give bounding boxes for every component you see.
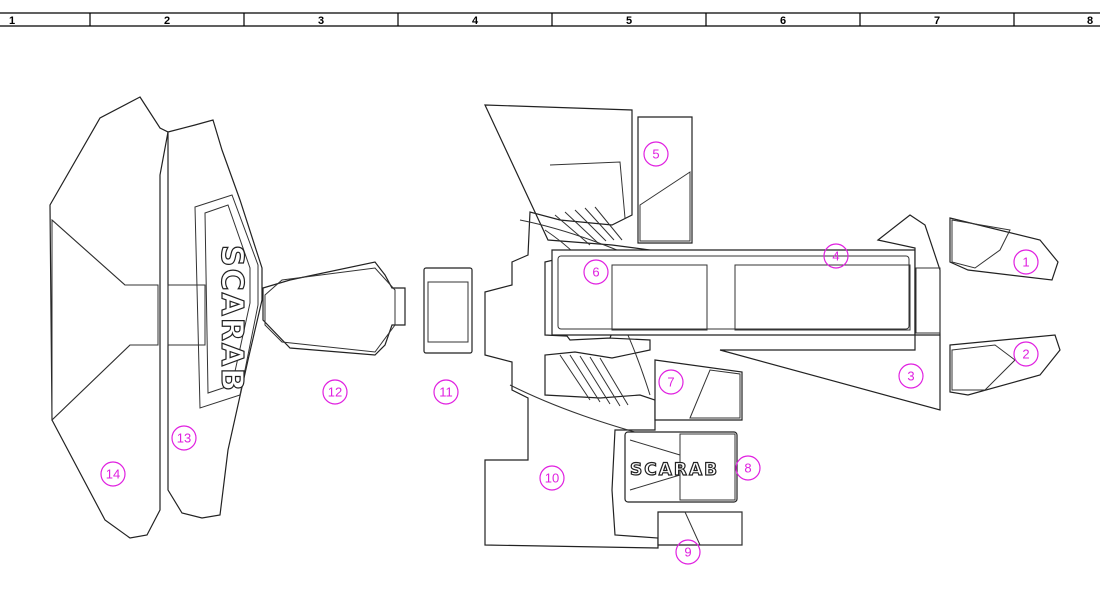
callout-part-12: 12 (322, 379, 348, 405)
ruler-label-1: 1 (9, 15, 15, 27)
callout-part-2: 2 (1013, 341, 1039, 367)
callout-number: 7 (667, 375, 674, 390)
callout-number: 14 (106, 467, 120, 482)
callout-circle (658, 369, 684, 395)
callout-circle (171, 425, 197, 451)
callout-circle (643, 141, 669, 167)
curved-rib-pattern-lower (559, 354, 629, 407)
callout-number: 9 (684, 545, 691, 560)
callout-part-13: 13 (171, 425, 197, 451)
callout-part-1: 1 (1013, 249, 1039, 275)
callout-number: 6 (592, 265, 599, 280)
callout-number: 3 (907, 369, 914, 384)
callout-number: 4 (832, 249, 839, 264)
callout-circle (433, 379, 459, 405)
part-8[interactable]: SCARAB (624, 431, 738, 503)
callout-number: 11 (439, 385, 453, 400)
callout-part-10: 10 (539, 465, 565, 491)
callout-part-5: 5 (643, 141, 669, 167)
brand-logo-13: SCARAB (214, 245, 249, 393)
top-ruler: 1 2 3 4 5 6 7 8 (0, 12, 1100, 27)
part-2[interactable] (949, 334, 1061, 396)
callout-circle (1013, 249, 1039, 275)
brand-logo-8: SCARAB (630, 460, 719, 480)
ruler-label-2: 2 (164, 15, 170, 27)
part-5[interactable] (637, 116, 693, 244)
callout-circle (539, 465, 565, 491)
callout-part-8: 8 (735, 455, 761, 481)
callout-part-9: 9 (675, 539, 701, 565)
ruler-label-8: 8 (1087, 15, 1093, 27)
ruler-label-7: 7 (934, 15, 940, 27)
ruler-label-3: 3 (318, 15, 324, 27)
ruler-label-4: 4 (472, 15, 479, 27)
callout-part-7: 7 (658, 369, 684, 395)
callout-number: 10 (545, 471, 559, 486)
part-11[interactable] (423, 267, 473, 354)
callout-circle (898, 363, 924, 389)
part-14[interactable] (49, 96, 169, 539)
ruler-label-5: 5 (626, 15, 632, 27)
callout-number: 2 (1022, 347, 1029, 362)
callout-number: 13 (177, 431, 191, 446)
callout-circle (1013, 341, 1039, 367)
part-7[interactable] (654, 359, 743, 421)
part-4[interactable] (551, 249, 916, 336)
callout-circle (735, 455, 761, 481)
callout-number: 12 (328, 385, 342, 400)
ruler-label-6: 6 (780, 15, 786, 27)
callout-part-6: 6 (583, 259, 609, 285)
callout-circle (675, 539, 701, 565)
callout-part-4: 4 (823, 243, 849, 269)
callout-part-11: 11 (433, 379, 459, 405)
part-3[interactable] (719, 214, 941, 411)
part-9[interactable] (657, 511, 743, 546)
callout-circle (322, 379, 348, 405)
curved-rib-pattern-upper (554, 206, 623, 246)
callout-circle (100, 461, 126, 487)
part-1[interactable] (949, 217, 1059, 281)
callout-part-3: 3 (898, 363, 924, 389)
callout-number: 1 (1022, 255, 1029, 270)
part-13[interactable]: SCARAB (167, 119, 263, 519)
callout-number: 5 (652, 147, 659, 162)
callout-circle (823, 243, 849, 269)
callout-part-14: 14 (100, 461, 126, 487)
callout-number: 8 (744, 461, 751, 476)
callout-circle (583, 259, 609, 285)
part-12[interactable] (262, 261, 406, 356)
